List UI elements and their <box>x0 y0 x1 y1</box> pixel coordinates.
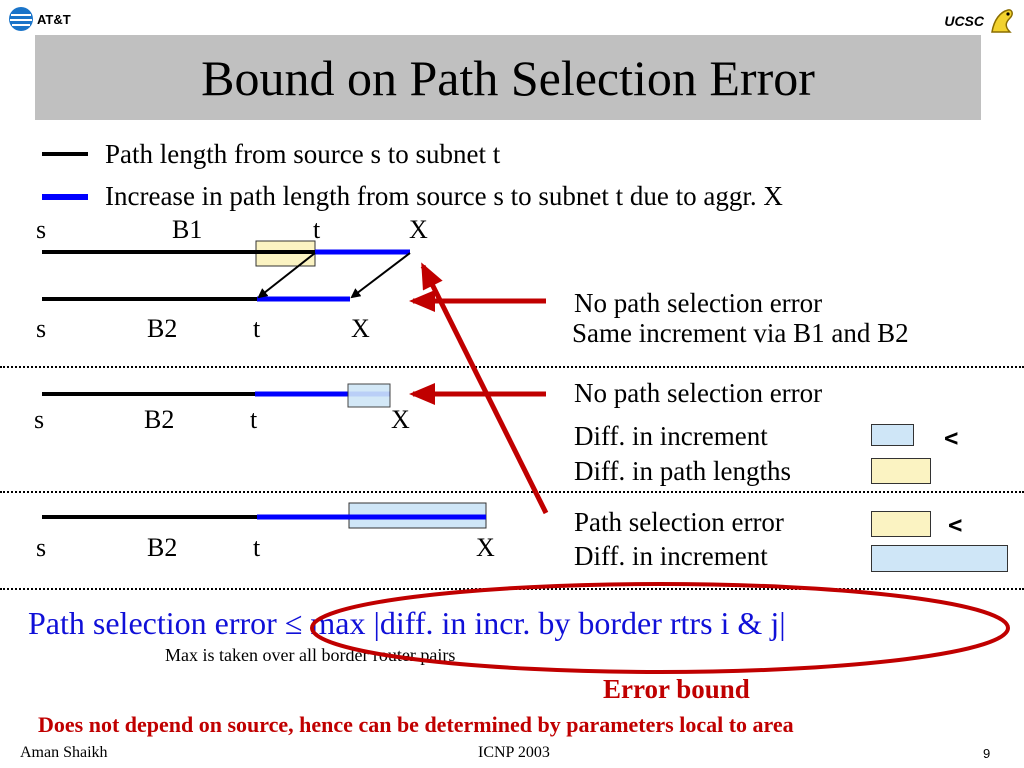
bound-formula: Path selection error ≤ max |diff. in inc… <box>28 605 786 641</box>
section-divider <box>0 491 1024 493</box>
label-source: s <box>36 314 47 343</box>
label-source: s <box>36 533 47 562</box>
case3-note-line2: Diff. in increment <box>574 541 768 571</box>
ucsc-logo-text: UCSC <box>944 13 984 29</box>
case3-note-line1: Path selection error <box>574 507 784 537</box>
label-aggregate: X <box>351 314 370 343</box>
diagonal-arrow <box>257 252 316 299</box>
legend-item-increase: Increase in path length from source s to… <box>105 181 783 211</box>
att-logo-text: AT&T <box>37 11 71 27</box>
label-subnet: t <box>313 215 321 244</box>
label-border-router: B1 <box>172 215 203 244</box>
error-bound-ellipse <box>310 582 1010 674</box>
page-title: Bound on Path Selection Error <box>201 49 815 106</box>
path-length-swatch <box>871 458 931 484</box>
label-source: s <box>34 405 45 434</box>
error-bound-label: Error bound <box>603 674 750 704</box>
diagonal-arrow <box>350 252 411 299</box>
case1-note-line1: No path selection error <box>574 288 823 318</box>
footer-author: Aman Shaikh <box>20 744 108 761</box>
path-length-swatch <box>871 511 931 537</box>
case2-note-line2: Diff. in increment <box>574 421 768 451</box>
title-bar: Bound on Path Selection Error <box>35 35 981 120</box>
conclusion-text: Does not depend on source, hence can be … <box>38 712 794 737</box>
increment-diff-box <box>347 383 391 408</box>
label-border-router: B2 <box>147 533 178 562</box>
less-than-sign: < <box>944 424 959 452</box>
red-arrow <box>420 262 549 515</box>
label-aggregate: X <box>476 533 495 562</box>
case1-note-line2: Same increment via B1 and B2 <box>572 318 909 348</box>
label-source: s <box>36 215 47 244</box>
att-logo: AT&T <box>8 6 71 32</box>
label-subnet: t <box>253 533 261 562</box>
increment-swatch <box>871 424 914 446</box>
legend-item-path-length: Path length from source s to subnet t <box>105 139 501 169</box>
label-subnet: t <box>253 314 261 343</box>
page-number: 9 <box>983 746 991 761</box>
increment-swatch <box>871 545 1008 572</box>
case2-note-line3: Diff. in path lengths <box>574 456 791 486</box>
att-globe-icon <box>9 7 33 31</box>
section-divider <box>0 366 1024 368</box>
footer-conference: ICNP 2003 <box>478 744 550 761</box>
label-border-router: B2 <box>147 314 178 343</box>
label-aggregate: X <box>409 215 428 244</box>
label-border-router: B2 <box>144 405 175 434</box>
formula-footnote: Max is taken over all border router pair… <box>165 645 456 665</box>
banana-slug-icon <box>991 9 1013 33</box>
label-aggregate: X <box>391 405 410 434</box>
less-than-sign: < <box>948 511 963 539</box>
label-subnet: t <box>250 405 258 434</box>
ucsc-logo: UCSC <box>944 6 1016 36</box>
case2-note-line1: No path selection error <box>574 378 823 408</box>
